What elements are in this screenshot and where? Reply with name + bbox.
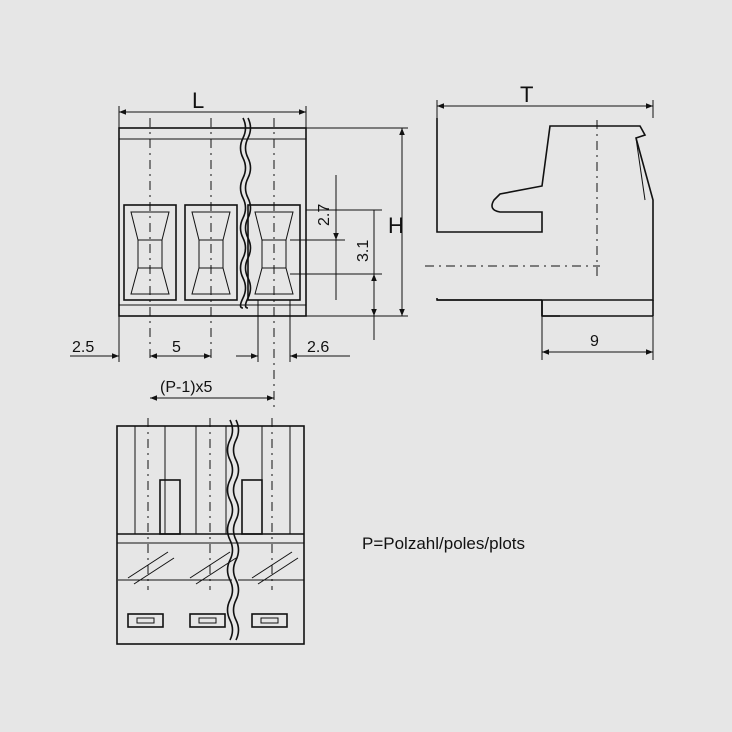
- top-break-line-left: [226, 419, 234, 641]
- dim-label-3-1: 3.1: [355, 240, 372, 262]
- dimension-L: L: [118, 88, 307, 128]
- entry-slot-2: [189, 613, 226, 628]
- dim-label-2-5: 2.5: [72, 339, 94, 356]
- dim-label-2-6: 2.6: [307, 339, 329, 356]
- dimension-9: 9: [541, 316, 654, 360]
- screw-head-1: [118, 551, 180, 585]
- top-slot-1: [159, 479, 181, 535]
- top-view: [116, 418, 305, 645]
- entry-slot-1: [127, 613, 164, 628]
- dim-label-pitch: (P-1)x5: [160, 379, 213, 396]
- top-break-line-right: [232, 419, 240, 641]
- dimension-H: H: [388, 128, 405, 316]
- front-view: [118, 117, 408, 408]
- poles-legend: P=Polzahl/poles/plots: [362, 534, 525, 553]
- screw-head-3: [238, 551, 304, 585]
- side-view-outline: [436, 118, 654, 317]
- dim-label-H: H: [388, 213, 404, 238]
- dimension-pitch: (P-1)x5: [150, 379, 274, 401]
- dimension-2-6: 2.6: [236, 300, 350, 362]
- dim-label-L: L: [192, 88, 204, 113]
- dimension-2-7: 2.7: [316, 175, 339, 300]
- top-view-outline: [116, 425, 305, 645]
- dim-label-2-7: 2.7: [316, 204, 333, 226]
- dim-label-T: T: [520, 82, 533, 107]
- dimension-5: 5: [150, 339, 211, 359]
- dimension-3-1: 3.1: [355, 210, 377, 340]
- top-slot-2: [241, 479, 263, 535]
- front-view-outline: [118, 127, 307, 317]
- front-break-line-left: [239, 117, 247, 309]
- side-view: [425, 100, 654, 317]
- dimension-T: T: [437, 82, 653, 109]
- dimension-2-5: 2.5: [70, 316, 120, 362]
- entry-slot-3: [251, 613, 288, 628]
- dim-label-5: 5: [172, 339, 181, 356]
- dim-label-9: 9: [590, 333, 599, 350]
- side-view-latch: [635, 137, 646, 201]
